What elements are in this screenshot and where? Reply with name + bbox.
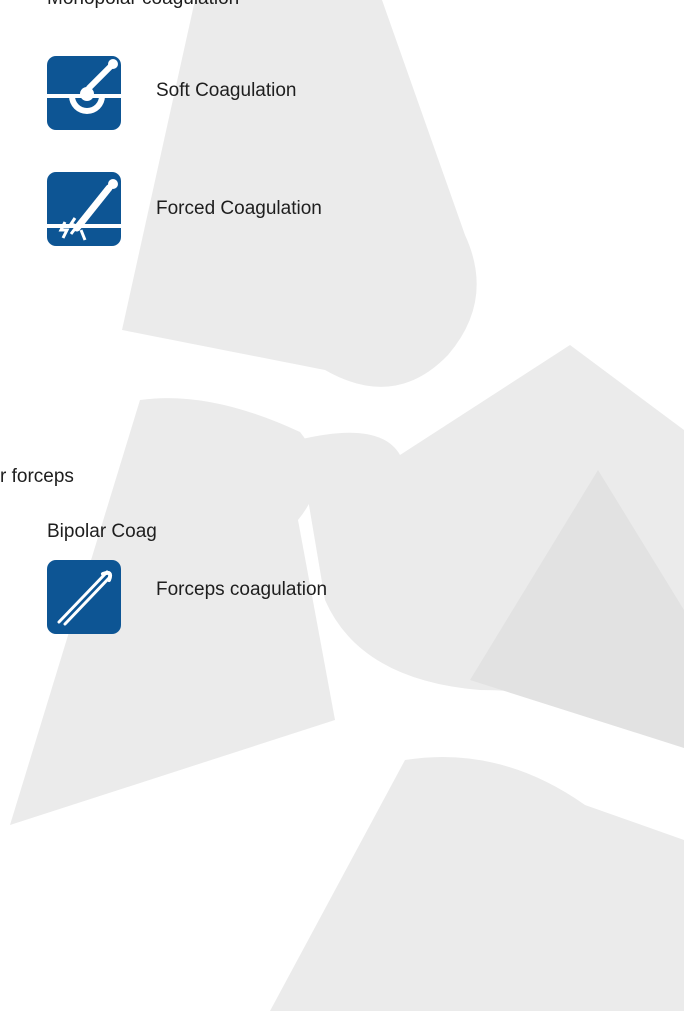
watermark-petal-top <box>122 0 477 387</box>
bipolar-heading: Bipolar Coag <box>47 521 157 542</box>
watermark-petal-bottom <box>270 757 684 1011</box>
soft-coagulation-label: Soft Coagulation <box>156 80 297 101</box>
monopolar-heading: Monopolar coagulation <box>47 0 239 10</box>
forceps-coagulation-label: Forceps coagulation <box>156 579 328 600</box>
watermark-petal-shade <box>470 470 684 748</box>
forced-coagulation-label: Forced Coagulation <box>156 198 322 219</box>
forceps-coagulation-icon <box>47 560 121 634</box>
forceps-heading-partial: r forceps <box>0 466 74 487</box>
watermark-petal-left <box>10 398 335 825</box>
forced-coagulation-icon <box>47 172 121 246</box>
soft-coagulation-icon <box>47 56 121 130</box>
